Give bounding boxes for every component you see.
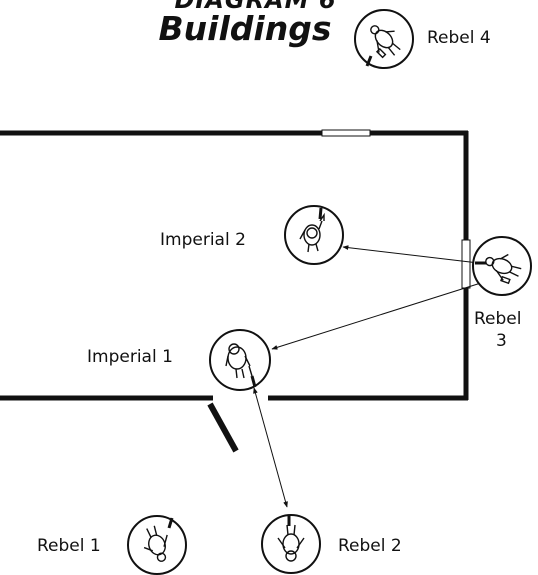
- imperial-figure-icon: [225, 343, 253, 379]
- rebel-3-label-line2: 3: [496, 331, 507, 351]
- top-window: [321, 129, 371, 137]
- imperial-1-label: Imperial 1: [87, 347, 173, 367]
- rebel-2-figure: [261, 514, 321, 574]
- line-rebel3-imperial2: [342, 245, 488, 265]
- rebel-3-figure: [472, 236, 532, 296]
- imperial-figure-icon: [299, 212, 325, 253]
- rebel-figure-icon: [370, 25, 401, 59]
- rebel-2-label: Rebel 2: [338, 536, 402, 556]
- imperial-2-figure: [284, 205, 344, 265]
- rebel-1-label: Rebel 1: [37, 536, 101, 556]
- line-rebel3-imperial1: [271, 281, 485, 350]
- rebel-figure-icon: [277, 524, 305, 562]
- imperial-1-figure: [209, 329, 271, 391]
- rebel-3-label-line1: Rebel: [474, 309, 522, 329]
- rebel-4-figure: [354, 9, 414, 69]
- diagram-title: Buildings: [158, 9, 332, 48]
- rebel-1-figure: [127, 515, 187, 575]
- rebel-4-label: Rebel 4: [427, 28, 491, 48]
- rebel-figure-icon: [485, 253, 522, 285]
- rebel-figure-icon: [143, 525, 168, 562]
- imperial-2-label: Imperial 2: [160, 230, 246, 250]
- door: [207, 402, 239, 453]
- lines-of-fire: [253, 245, 488, 508]
- line-imperial1-rebel2: [253, 387, 288, 508]
- building-walls: [0, 130, 469, 453]
- diagram-number: DIAGRAM 6: [174, 0, 337, 14]
- side-window: [461, 239, 471, 289]
